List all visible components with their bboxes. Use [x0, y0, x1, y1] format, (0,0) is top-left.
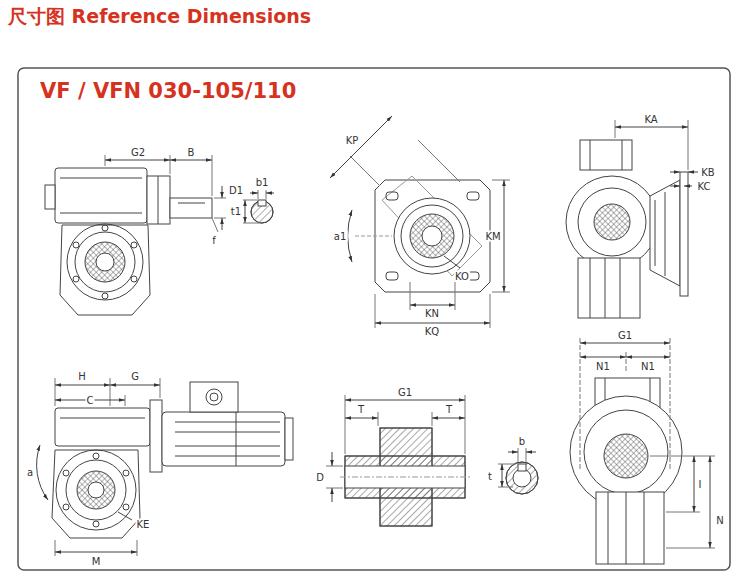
- dimension-label: KB: [700, 167, 715, 178]
- page-title: 尺寸图 Reference Dimensions: [8, 6, 311, 27]
- dimension-label: G1: [397, 387, 413, 398]
- dimension-label: b1: [255, 177, 270, 188]
- dimension-label: KP: [345, 135, 360, 146]
- dimension-label: KE: [136, 519, 151, 530]
- dimension-label: KQ: [424, 326, 440, 337]
- dimension-label: f: [211, 235, 217, 246]
- dimension-label: b: [518, 436, 526, 447]
- dimension-label: KA: [643, 114, 658, 125]
- dimension-label: t: [487, 471, 493, 482]
- dimension-label: N: [715, 515, 724, 526]
- dimension-label: T: [445, 404, 453, 415]
- dimension-label: KC: [697, 181, 712, 192]
- dimension-label: KO: [454, 271, 470, 282]
- dimension-label: C: [86, 395, 95, 406]
- dimension-label: M: [91, 556, 102, 567]
- dimension-label: t1: [230, 206, 242, 217]
- dimension-label: B: [187, 147, 196, 158]
- dimension-label: N1: [640, 361, 656, 372]
- series-heading: VF / VFN 030-105/110: [38, 80, 298, 103]
- dimension-label: D1: [228, 185, 244, 196]
- dimension-label: a1: [333, 231, 348, 242]
- dimension-label: H: [77, 371, 87, 382]
- dimension-label: G: [130, 371, 140, 382]
- dimension-label: N1: [595, 361, 611, 372]
- dimension-label: KN: [424, 308, 440, 319]
- dimension-label: I: [698, 479, 703, 490]
- dimension-label: T: [357, 404, 365, 415]
- dimension-label: D: [315, 472, 325, 483]
- dimension-label: G1: [617, 330, 633, 341]
- dimension-label: KM: [484, 231, 501, 242]
- dimension-label: G2: [130, 147, 146, 158]
- dimension-label: a: [26, 467, 34, 478]
